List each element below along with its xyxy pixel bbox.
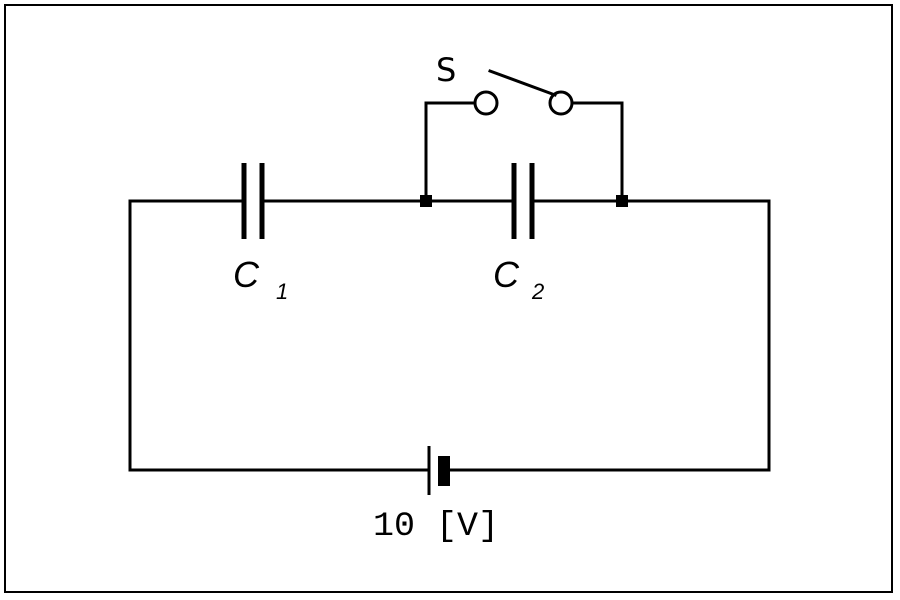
battery-short-plate	[438, 456, 450, 486]
battery	[427, 446, 450, 495]
capacitor-c1	[241, 163, 265, 239]
junction-dot-right	[616, 195, 628, 207]
wire-switch-right	[572, 101, 624, 203]
wire-switch-left	[424, 101, 476, 203]
c1-label: C	[233, 254, 260, 295]
switch-branch	[424, 69, 624, 203]
circuit-wires	[128, 199, 771, 472]
c1-subscript: 1	[276, 279, 288, 304]
diagram-frame	[4, 4, 893, 593]
switch-terminal-right	[548, 90, 574, 116]
switch-terminal-left	[473, 90, 499, 116]
battery-voltage-label: 10 [V]	[373, 508, 499, 546]
switch-label: S	[436, 51, 456, 89]
c2-label: C	[493, 254, 520, 295]
switch-lever	[488, 69, 557, 97]
c2-subscript: 2	[531, 279, 544, 304]
capacitor-c2	[511, 163, 535, 239]
junction-dot-left	[420, 195, 432, 207]
